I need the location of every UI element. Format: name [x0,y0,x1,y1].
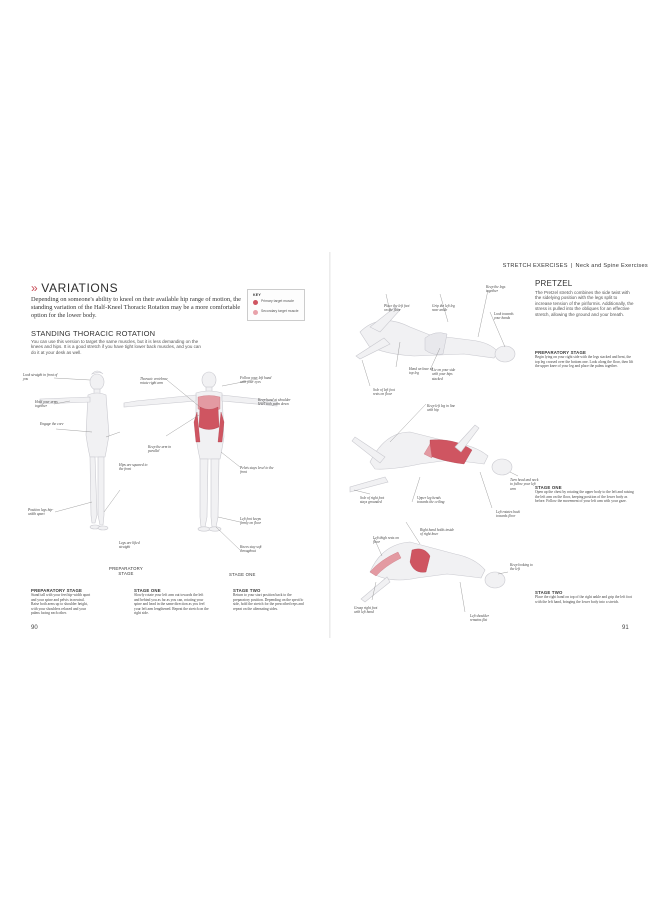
label-keep-arm-parallel: Keep the arm in parallel [148,445,172,454]
left-column-2: STAGE ONE Slowly rotate your left arm ou… [134,588,209,616]
label-left-thigh: Left thigh rests on floor [373,536,399,545]
left-col3-text: Return to your start position back to th… [233,593,304,611]
book-spread: STRETCH EXERCISES|Neck and Spine Exercis… [0,252,660,638]
label-right-hand-hold: Right hand holds inside of right knee [420,528,455,537]
label-look-straight: Look straight in front of you [23,373,58,382]
label-upper-leg-bent: Upper leg bends towards the ceiling [417,496,445,505]
label-pelvis-level: Pelvis stays level to the front [240,466,274,475]
stage-label-preparatory: PREPARATORY STAGE [109,566,143,577]
pretzel-stage-one-figure [349,424,513,493]
pretzel-stage-two-text: Place the right hand on top of the right… [535,595,633,604]
left-page-title: »VARIATIONS [31,281,118,295]
pretzel-preparatory-figure [355,306,516,363]
label-grasp-right: Grasp right foot with left hand [354,606,378,615]
header-chapter: Neck and Spine Exercises [575,263,648,269]
pretzel-stage-two-figure [360,541,506,603]
label-keep-hand-level: Keep hand at shoulder level with palm do… [258,398,291,407]
key-secondary-label: Secondary target muscle [261,309,299,313]
right-page-number: 91 [622,625,629,631]
standing-intro: You can use this version to target the s… [31,339,201,355]
left-col2-heading: STAGE ONE [134,588,161,593]
variations-title-text: VARIATIONS [41,281,119,295]
pretzel-figures-illustration [349,289,519,613]
label-hands-on-knee: Hand on knee of top leg [409,367,433,376]
pretzel-stage-two: STAGE TWO Place the right hand on top of… [535,590,635,604]
label-thoracic-rotation: Thoracic vertebrae rotate right arm [140,377,168,386]
standing-thoracic-rotation-title: STANDING THORACIC ROTATION [31,329,156,338]
label-one-half-foot: Place the left foot on the floor [384,304,410,313]
pretzel-preparatory: PREPARATORY STAGE Begin lying on your ri… [535,350,635,369]
stage-label-one: STAGE ONE [229,572,256,577]
key-primary-label: Primary target muscle [261,299,294,303]
standing-figures-illustration [39,370,278,551]
label-sole-ground: Sole of right foot stays grounded [360,496,385,505]
left-column-3: STAGE TWO Return to your start position … [233,588,308,611]
secondary-color-swatch [253,310,258,315]
left-col3-heading: STAGE TWO [233,588,261,593]
primary-color-swatch [253,300,258,305]
label-keep-head: Keep looking to the left [510,563,533,572]
stage-one-figure [123,371,278,532]
label-lie-on-right-hip: Lie on your side with your hips stacked [432,368,456,381]
pretzel-intro: The Pretzel stretch combines the side tw… [535,290,634,317]
label-sole-on-floor: Sole of left foot rests on floor [373,388,395,397]
pretzel-prep-heading: PREPARATORY STAGE [535,350,587,355]
pretzel-stage-one-text: Open up the chest by rotating the upper … [535,490,634,504]
running-header: STRETCH EXERCISES|Neck and Spine Exercis… [503,263,648,269]
label-grip-left-leg: Grip the left leg near ankle [432,304,455,313]
left-col2-text: Slowly rotate your left arm out towards … [134,593,209,616]
label-left-foot-grounded: Left foot keeps firmly on floor [240,517,261,526]
label-follow-hand: Follow your left hand with your eyes [240,376,272,385]
pretzel-title: PRETZEL [535,279,573,288]
label-hold-arms: Hold your arms together [35,400,58,409]
label-look-forward: Look towards your hands [494,312,514,321]
pretzel-prep-text: Begin lying on your right side with the … [535,355,634,369]
pretzel-stage-one: STAGE ONE Open up the chest by rotating … [535,485,635,504]
header-section: STRETCH EXERCISES [502,263,568,269]
label-knees-soft: Knees stay soft throughout [240,545,262,554]
label-rotate-back: Left rotates back towards floor [496,510,521,519]
label-legs-together: Keep the legs together [486,285,506,294]
label-engage-core: Engage the core [40,422,64,426]
key-title: KEY [253,293,261,297]
left-intro: Depending on someone's ability to kneel … [31,296,241,319]
left-col1-text: Stand tall with your feet hip-width apar… [31,593,91,616]
preparatory-figure [39,370,110,531]
left-page-number: 90 [31,625,38,631]
pretzel-stage-one-heading: STAGE ONE [535,485,562,490]
left-column-1: PREPARATORY STAGE Stand tall with your f… [31,588,91,616]
pretzel-stage-two-heading: STAGE TWO [535,590,563,595]
left-col1-heading: PREPARATORY STAGE [31,588,83,593]
label-hips-squared: Hips are squared to the front [119,463,148,472]
page-gutter [329,252,331,638]
label-legs-straight: Legs are lifted straight [119,541,140,550]
label-position-legs: Position legs hip-width apart [28,508,54,517]
label-bend-left-leg: Keep left leg in line with hip [427,404,456,413]
chevron-icon: » [31,281,39,295]
header-separator: | [570,263,573,269]
label-turn-head: Turn head and neck to follow your left a… [510,478,539,491]
key-box: KEY Primary target muscle Secondary targ… [247,289,305,321]
label-left-shoulder: Left shoulder remains flat [470,614,490,623]
